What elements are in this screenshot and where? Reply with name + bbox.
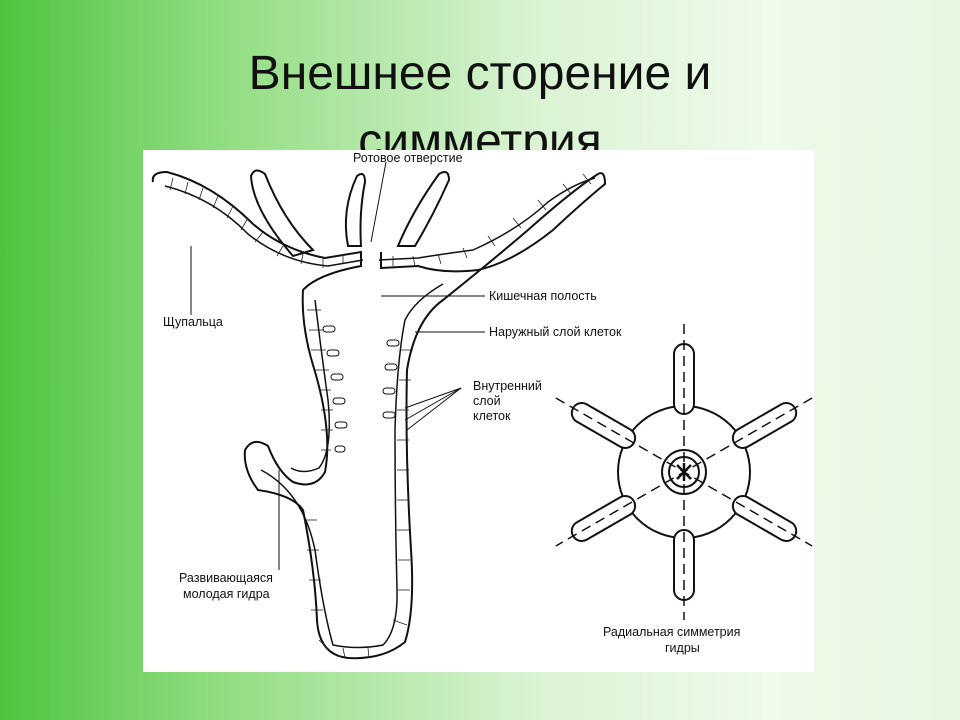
center-cross-icon [676, 463, 692, 481]
hydra-gut-cavity [164, 177, 596, 649]
label-symmetry-2: гидры [665, 641, 700, 655]
label-bud-2: молодая гидра [183, 587, 270, 601]
pointer-lines [190, 161, 485, 570]
cell-texture [169, 173, 592, 659]
label-tentacles: Щупальца [163, 315, 223, 329]
tentacle-left-2 [344, 173, 367, 247]
label-symmetry-1: Радиальная симметрия [603, 625, 740, 639]
radial-symmetry-diagram [555, 324, 813, 620]
label-bud-1: Развивающаяся [179, 571, 273, 585]
label-inner-layer-2: слой [473, 394, 501, 408]
label-gut-cavity: Кишечная полость [489, 289, 597, 303]
hydra-diagram: Ротовое отверстие Щупальца Кишечная поло… [151, 151, 813, 660]
hydra-figure: Ротовое отверстие Щупальца Кишечная поло… [143, 150, 814, 672]
tentacle-left [249, 169, 315, 258]
tentacle-right [396, 171, 451, 247]
label-outer-layer: Наружный слой клеток [489, 325, 622, 339]
slide-title: Внешнее сторение и симметрия [0, 40, 960, 176]
label-inner-layer-1: Внутренний [473, 379, 542, 393]
label-inner-layer-3: клеток [473, 409, 511, 423]
stalk-cells [322, 325, 400, 453]
label-mouth: Ротовое отверстие [353, 151, 463, 165]
title-line-1: Внешнее сторение и [248, 47, 712, 100]
hydra-outer-wall [151, 170, 607, 660]
